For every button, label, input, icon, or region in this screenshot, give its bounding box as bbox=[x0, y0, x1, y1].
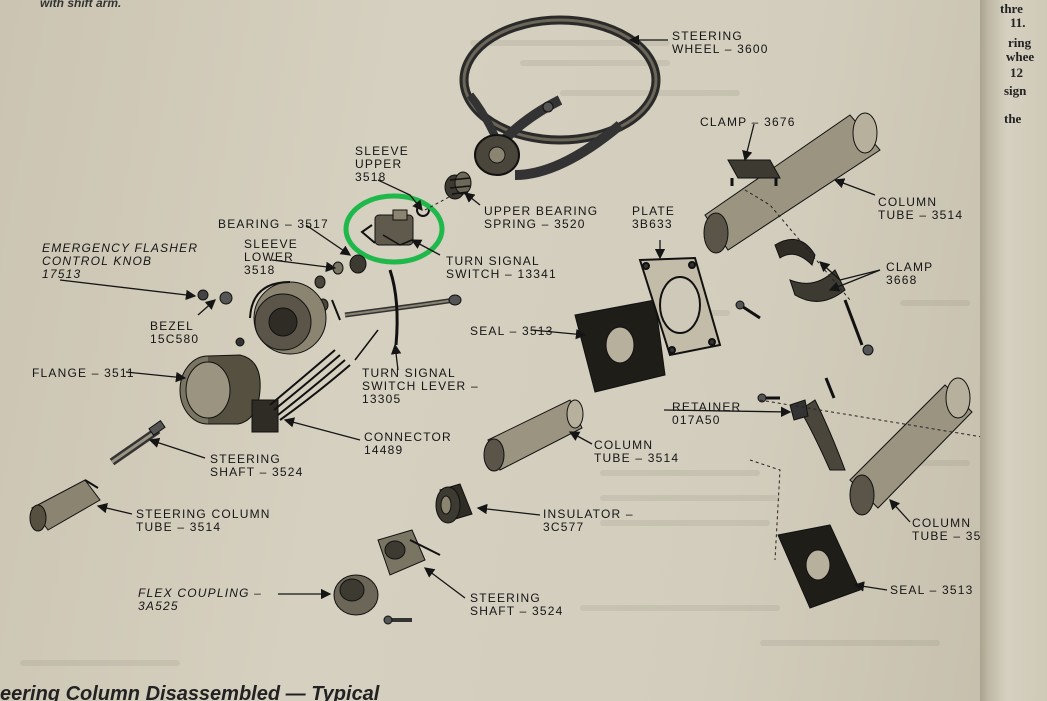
turn-signal-lever-part bbox=[344, 269, 462, 361]
bg-text-line bbox=[900, 300, 970, 306]
bolt-part bbox=[735, 300, 761, 320]
bg-text-line bbox=[600, 520, 770, 526]
column-tube-mid-part bbox=[483, 399, 584, 472]
page-top-text: with shift arm. bbox=[40, 0, 122, 10]
column-tube-top-part bbox=[703, 112, 881, 254]
right-page-text: 12 bbox=[1010, 65, 1023, 80]
label-seal-top: SEAL – 3513 bbox=[470, 324, 554, 338]
connector-part bbox=[251, 349, 351, 433]
label-clamp-3676: CLAMP – 3676 bbox=[700, 115, 796, 129]
right-page-text: ring bbox=[1008, 35, 1032, 50]
right-page-text: sign bbox=[1004, 83, 1027, 98]
label-flange: FLANGE – 3511 bbox=[32, 366, 135, 380]
adjacent-page: thre 11. ring whee 12 sign the bbox=[980, 0, 1047, 701]
label-seal-bottom: SEAL – 3513 bbox=[890, 583, 974, 597]
bg-text-line bbox=[760, 640, 940, 646]
bg-text-line bbox=[600, 470, 760, 476]
bg-text-line bbox=[580, 605, 780, 611]
leader-lines bbox=[59, 34, 911, 600]
right-page-text: the bbox=[1004, 111, 1022, 126]
seal-top-part bbox=[574, 299, 666, 393]
flange-part bbox=[179, 354, 261, 425]
steering-wheel-part bbox=[459, 15, 661, 180]
highlight-circle bbox=[343, 193, 445, 265]
clamp-3668-part bbox=[774, 238, 874, 356]
bg-text-line bbox=[520, 60, 670, 66]
upper-bearing-spring-part bbox=[444, 171, 472, 200]
steering-shaft-left-part bbox=[109, 420, 166, 466]
figure-caption: eering Column Disassembled — Typical bbox=[0, 683, 380, 701]
turn-signal-switch-part bbox=[360, 203, 430, 246]
steering-column-tube-left-part bbox=[29, 479, 101, 532]
bg-text-line bbox=[470, 40, 670, 46]
insulator-part bbox=[435, 483, 473, 524]
right-page-text: whee bbox=[1006, 49, 1035, 64]
steering-shaft-bottom-part bbox=[377, 529, 441, 576]
seal-bottom-part bbox=[777, 524, 861, 609]
bg-text-line bbox=[880, 460, 970, 466]
right-page-text: 11. bbox=[1010, 15, 1026, 30]
clamp-top-part bbox=[727, 159, 781, 186]
label-insulator: INSULATOR –3C577 bbox=[543, 507, 634, 534]
flex-coupling-part bbox=[333, 574, 412, 625]
column-housing-part bbox=[197, 281, 327, 355]
bg-text-line bbox=[600, 495, 780, 501]
plate-part bbox=[638, 256, 722, 357]
bg-text-line bbox=[20, 660, 180, 666]
retainer-part bbox=[757, 377, 846, 471]
label-flex-coupling: FLEX COUPLING –3A525 bbox=[138, 586, 263, 613]
label-bearing: BEARING – 3517 bbox=[218, 217, 329, 231]
column-tube-right-part bbox=[849, 377, 973, 516]
right-page-text: thre bbox=[1000, 1, 1023, 16]
